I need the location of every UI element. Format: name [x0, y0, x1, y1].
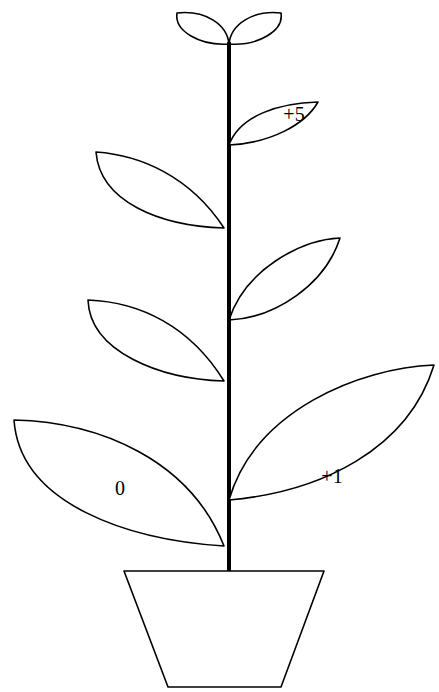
labelled-leaf: +5: [226, 98, 322, 148]
leaf-value: 0: [115, 478, 125, 498]
leaf-outline: [226, 98, 322, 148]
leaf-shape: [229, 102, 318, 145]
leaf: [88, 300, 224, 381]
pot: [124, 571, 324, 687]
leaf-shape: [229, 365, 434, 500]
leaf-value: +5: [283, 104, 304, 124]
leaf-value: +1: [321, 466, 342, 486]
sprout-leaf: [229, 13, 281, 45]
labelled-leaf: 0: [12, 417, 225, 548]
leaf: [229, 238, 340, 320]
sprout-leaf: [177, 13, 229, 45]
leaf: [96, 152, 224, 228]
labelled-leaf: +1: [226, 362, 436, 503]
leaf-shape: [14, 420, 224, 546]
stem: [227, 42, 231, 571]
